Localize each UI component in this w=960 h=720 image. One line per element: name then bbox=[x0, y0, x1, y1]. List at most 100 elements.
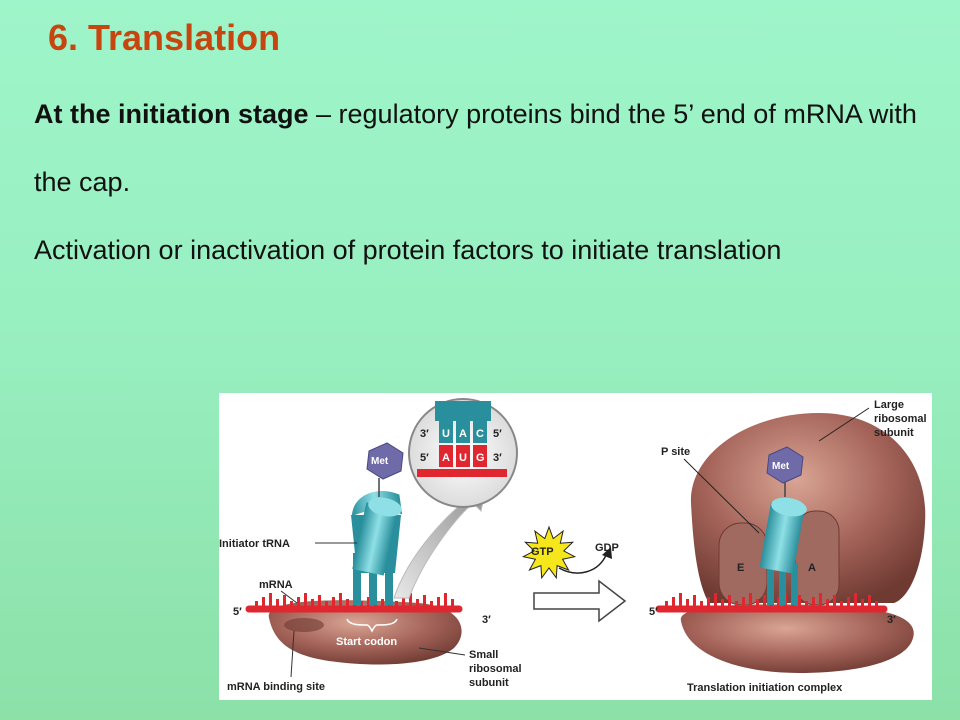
codon-inset: U A C A U G 3′ 5′ 5′ 3′ bbox=[408, 398, 518, 508]
codon-a: A bbox=[442, 452, 450, 464]
mrna-base bbox=[756, 599, 759, 607]
met-hexagon-right: Met bbox=[766, 446, 804, 484]
mrna-base bbox=[812, 597, 815, 607]
small-ribosomal-subunit-left bbox=[268, 600, 462, 665]
mrna-base bbox=[672, 597, 675, 607]
mrna-base bbox=[269, 593, 272, 607]
initiation-text: – regulatory proteins bind the 5’ end of… bbox=[34, 99, 917, 197]
mrna-base bbox=[430, 601, 433, 607]
initiation-lead: At the initiation stage bbox=[34, 99, 309, 129]
mrna-binding-site-label: mRNA binding site bbox=[227, 681, 325, 693]
paragraph-initiation: At the initiation stage – regulatory pro… bbox=[34, 80, 934, 216]
three-prime-left: 3′ bbox=[482, 614, 491, 626]
inset-bottom-right-label: 3′ bbox=[493, 452, 502, 464]
mrna-base bbox=[339, 593, 342, 607]
mrna-base bbox=[861, 599, 864, 607]
mrna-base bbox=[409, 593, 412, 607]
inset-top-right-label: 5′ bbox=[493, 428, 502, 440]
mrna-base bbox=[679, 593, 682, 607]
mrna-base bbox=[875, 601, 878, 607]
p-site-label: P site bbox=[661, 446, 690, 458]
mrna-base bbox=[805, 601, 808, 607]
mrna-base bbox=[262, 597, 265, 607]
complex-label: Translation initiation complex bbox=[687, 682, 843, 694]
anticodon-c: C bbox=[476, 428, 484, 440]
mrna-base bbox=[707, 597, 710, 607]
mrna-base bbox=[854, 593, 857, 607]
small-ribosomal-subunit-right bbox=[680, 604, 914, 673]
mrna-base bbox=[714, 593, 717, 607]
inset-top-left-label: 3′ bbox=[420, 428, 429, 440]
mrna-base bbox=[416, 599, 419, 607]
mrna-base bbox=[360, 601, 363, 607]
initiator-trna-right bbox=[759, 479, 807, 605]
mrna-base bbox=[318, 595, 321, 607]
mrna-base bbox=[700, 601, 703, 607]
five-prime-right: 5′ bbox=[649, 606, 658, 618]
mrna-base bbox=[686, 599, 689, 607]
gtp-hydrolysis: GTP GDP bbox=[521, 525, 627, 623]
small-subunit-label-1: Small bbox=[469, 649, 498, 661]
mrna-base bbox=[423, 595, 426, 607]
mrna-base bbox=[665, 601, 668, 607]
met-label-right: Met bbox=[772, 461, 790, 472]
mrna-base bbox=[826, 599, 829, 607]
mrna-base bbox=[283, 595, 286, 607]
mrna-base bbox=[332, 597, 335, 607]
mrna-base bbox=[297, 597, 300, 607]
start-codon-label: Start codon bbox=[336, 636, 397, 648]
mrna-base bbox=[325, 601, 328, 607]
initiator-trna-label: Initiator tRNA bbox=[219, 538, 290, 550]
mrna-base bbox=[402, 597, 405, 607]
codon-u: U bbox=[459, 452, 467, 464]
mrna-base bbox=[840, 601, 843, 607]
three-prime-right: 3′ bbox=[887, 614, 896, 626]
mrna-base bbox=[444, 593, 447, 607]
mrna-base bbox=[868, 595, 871, 607]
mrna-base bbox=[276, 599, 279, 607]
mrna-base bbox=[819, 593, 822, 607]
mrna-base bbox=[451, 599, 454, 607]
mrna-base bbox=[311, 599, 314, 607]
five-prime-left: 5′ bbox=[233, 606, 242, 618]
mrna-base bbox=[304, 593, 307, 607]
mrna-base bbox=[735, 601, 738, 607]
met-hexagon-left: Met bbox=[366, 442, 404, 480]
anticodon-a: A bbox=[459, 428, 467, 440]
slide-body: At the initiation stage – regulatory pro… bbox=[34, 80, 934, 284]
a-site-label: A bbox=[808, 562, 816, 574]
mrna-base bbox=[763, 595, 766, 607]
mrna-strand-right bbox=[655, 593, 888, 613]
mrna-base bbox=[721, 599, 724, 607]
translation-initiation-figure: Met U A C A U G 3′ 5′ 5′ 3′ Initiator tR… bbox=[219, 393, 932, 700]
mrna-base bbox=[847, 597, 850, 607]
small-subunit-label-2: ribosomal bbox=[469, 663, 522, 675]
mrna-base bbox=[693, 595, 696, 607]
codon-g: G bbox=[476, 452, 485, 464]
mrna-base bbox=[346, 599, 349, 607]
gdp-label: GDP bbox=[595, 542, 619, 554]
large-subunit-label-2: ribosomal bbox=[874, 413, 927, 425]
met-label-left: Met bbox=[371, 456, 389, 467]
left-labels: Initiator tRNA mRNA 5′ 3′ Start codon Sm… bbox=[219, 538, 522, 693]
mrna-base bbox=[798, 595, 801, 607]
inset-bottom-left-label: 5′ bbox=[420, 452, 429, 464]
initiator-trna-left bbox=[351, 478, 403, 605]
mrna-base bbox=[742, 597, 745, 607]
e-site-label: E bbox=[737, 562, 744, 574]
right-labels: E A P site Large ribosomal subunit 5′ 3′… bbox=[649, 399, 927, 694]
gtp-label: GTP bbox=[531, 546, 554, 558]
mrna-label: mRNA bbox=[259, 579, 293, 591]
large-subunit-label-3: subunit bbox=[874, 427, 914, 439]
mrna-base bbox=[395, 601, 398, 607]
large-subunit-label-1: Large bbox=[874, 399, 904, 411]
mrna-base bbox=[367, 597, 370, 607]
anticodon-u: U bbox=[442, 428, 450, 440]
gtp-burst bbox=[521, 525, 577, 580]
mrna-base bbox=[728, 595, 731, 607]
small-subunit-label-3: subunit bbox=[469, 677, 509, 689]
paragraph-activation: Activation or inactivation of protein fa… bbox=[34, 235, 782, 265]
mrna-base bbox=[381, 599, 384, 607]
mrna-base bbox=[777, 597, 780, 607]
mrna-base bbox=[437, 597, 440, 607]
